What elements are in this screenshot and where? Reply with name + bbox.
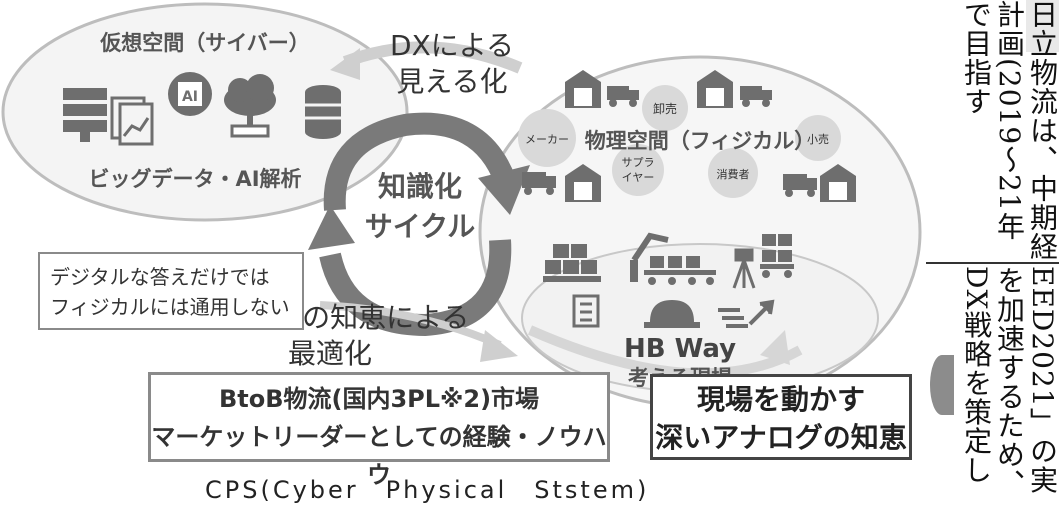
ai-chip-label: AI bbox=[182, 89, 198, 105]
warehouse-icon bbox=[565, 164, 601, 202]
btob-box: BtoB物流(国内3PL※2)市場 マーケットリーダーとしての経験・ノウハウ bbox=[148, 372, 610, 489]
node-retail-label: 小売 bbox=[807, 133, 829, 146]
hb-box-line-1: 現場を動かす bbox=[696, 383, 865, 416]
cycle-label-2: サイクル bbox=[365, 210, 476, 243]
warehouse-icon bbox=[565, 70, 601, 108]
cycle-arrow-bottom bbox=[319, 239, 512, 337]
hbway-title: HB Way bbox=[624, 334, 736, 364]
hbway-ring-head bbox=[760, 330, 790, 365]
warehouse-icon bbox=[697, 70, 733, 108]
dx-label-2: 見える化 bbox=[396, 65, 507, 98]
truck-icon bbox=[607, 86, 639, 107]
truck-icon bbox=[783, 174, 817, 197]
hb-box-line-2: 深いアナログの知恵 bbox=[655, 421, 907, 454]
speed-arrow-icon bbox=[718, 299, 775, 328]
article-col-1: 日立物流は、中期経営 bbox=[1026, 0, 1059, 261]
cycle-arrow-top-head bbox=[478, 165, 530, 215]
node-consumer bbox=[708, 148, 758, 198]
bigdata-label: ビッグデータ・AI解析 bbox=[88, 167, 301, 191]
node-supplier-label-1: サプラ bbox=[622, 156, 655, 169]
article-col-6: DX戦略を策定した。 bbox=[960, 266, 993, 485]
truck-icon bbox=[522, 172, 556, 195]
node-maker bbox=[518, 109, 576, 167]
node-maker-label: メーカー bbox=[525, 133, 569, 146]
stacked-cart-icon bbox=[760, 234, 794, 278]
dx-label-1: DXによる bbox=[390, 29, 514, 62]
edge-tab bbox=[1026, 0, 1059, 52]
physical-title: 物理空間（フィジカル） bbox=[585, 129, 816, 153]
boxes-pallet-icon bbox=[543, 244, 601, 282]
dx-arrow bbox=[342, 41, 523, 74]
node-supplier-label-2: イヤー bbox=[622, 171, 655, 184]
checklist-icon bbox=[572, 294, 600, 328]
analog-arrow-head bbox=[480, 330, 518, 362]
analog-arrow bbox=[319, 301, 502, 349]
hbway-ring-arrow bbox=[527, 325, 803, 379]
article-col-4: EED2021」の実現 bbox=[1026, 266, 1059, 495]
article-col-5: を加速するため、新たな bbox=[993, 266, 1026, 498]
cycle-arrow-top bbox=[323, 112, 516, 211]
analog-wisdom-box: 現場を動かす 深いアナログの知恵 bbox=[650, 374, 912, 460]
dx-arrow-head bbox=[330, 48, 360, 80]
btob-line-1: BtoB物流(国内3PL※2)市場 bbox=[218, 385, 540, 413]
node-wholesale bbox=[642, 85, 688, 131]
article-col-3: で目指す「LOGIST bbox=[960, 0, 993, 116]
cloud-icon bbox=[224, 74, 276, 138]
note-line-2: フィジカルには通用しない bbox=[50, 295, 290, 319]
node-retail bbox=[795, 115, 841, 161]
column-divider bbox=[926, 262, 1059, 264]
hard-hat-icon bbox=[644, 300, 700, 328]
document-chart-icon bbox=[110, 96, 154, 146]
robot-arm-conveyor-icon bbox=[630, 232, 716, 285]
database-icon bbox=[305, 85, 341, 139]
cycle-arrow-bottom-head bbox=[308, 205, 355, 250]
tripod-camera-icon bbox=[732, 248, 756, 289]
note-line-1: デジタルな答えだけでは bbox=[50, 265, 270, 289]
figure-caption: CPS(Cyber Physical Ststem) bbox=[205, 476, 650, 504]
node-wholesale-label: 卸売 bbox=[653, 101, 677, 116]
article-col-2: 計画(2019～21年度) bbox=[993, 0, 1026, 241]
ai-chip-icon: AI bbox=[168, 72, 212, 116]
server-icon bbox=[63, 88, 107, 142]
node-supplier bbox=[612, 144, 664, 196]
warehouse-icon bbox=[820, 164, 856, 202]
truck-icon bbox=[740, 86, 772, 107]
node-consumer-label: 消費者 bbox=[717, 167, 750, 181]
side-circle-decoration bbox=[930, 355, 954, 415]
btob-line-2: マーケットリーダーとしての経験・ノウハウ bbox=[151, 423, 607, 489]
cyber-space-ellipse bbox=[1, 2, 409, 222]
cycle-label-1: 知識化 bbox=[378, 170, 462, 203]
cyber-title: 仮想空間（サイバー） bbox=[99, 31, 310, 55]
analog-label-2: 最適化 bbox=[288, 337, 372, 370]
note-box: デジタルな答えだけでは フィジカルには通用しない bbox=[38, 252, 304, 330]
